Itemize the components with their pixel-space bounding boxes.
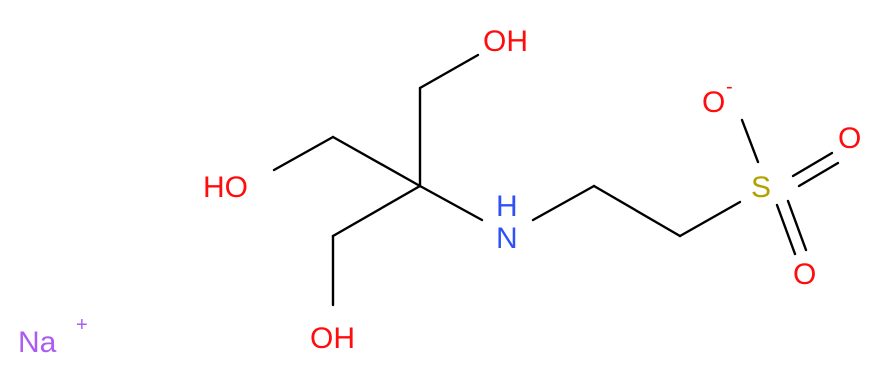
charge-o-minus: - <box>726 76 733 98</box>
bond-ch2-top-o <box>418 53 480 90</box>
atom-h-on-n: H <box>496 190 518 223</box>
atom-o-double-2: O <box>793 258 816 291</box>
bond-s-o-double-2b <box>786 199 808 252</box>
bond-c-n <box>418 184 484 222</box>
atom-oh-bottom: OH <box>310 322 355 355</box>
atom-n: N <box>496 222 518 255</box>
bond-s-o-double-2a <box>775 203 797 256</box>
atom-o-minus: O <box>702 86 725 119</box>
atom-o-double-1: O <box>838 122 861 155</box>
bond-ch2-s <box>678 200 742 238</box>
bond-s-o-double-1a <box>791 151 834 178</box>
bond-n-ch2 <box>531 184 596 222</box>
atom-s: S <box>751 171 771 204</box>
bonds <box>272 53 840 307</box>
bond-ch2-left-o <box>272 135 335 172</box>
bond-c-ch2-bottom <box>331 184 422 238</box>
bond-s-o-double-1b <box>797 161 840 188</box>
atom-na: Na <box>18 326 57 359</box>
bond-c-ch2-left <box>331 135 422 188</box>
charge-na-plus: + <box>76 314 88 336</box>
bond-ch2-ch2 <box>592 184 682 238</box>
bond-s-o-minus <box>740 118 760 164</box>
atom-labels: OH HO OH H N S O - O O Na + <box>18 25 861 359</box>
atom-ho-left: HO <box>203 171 248 204</box>
atom-oh-top: OH <box>483 25 528 58</box>
